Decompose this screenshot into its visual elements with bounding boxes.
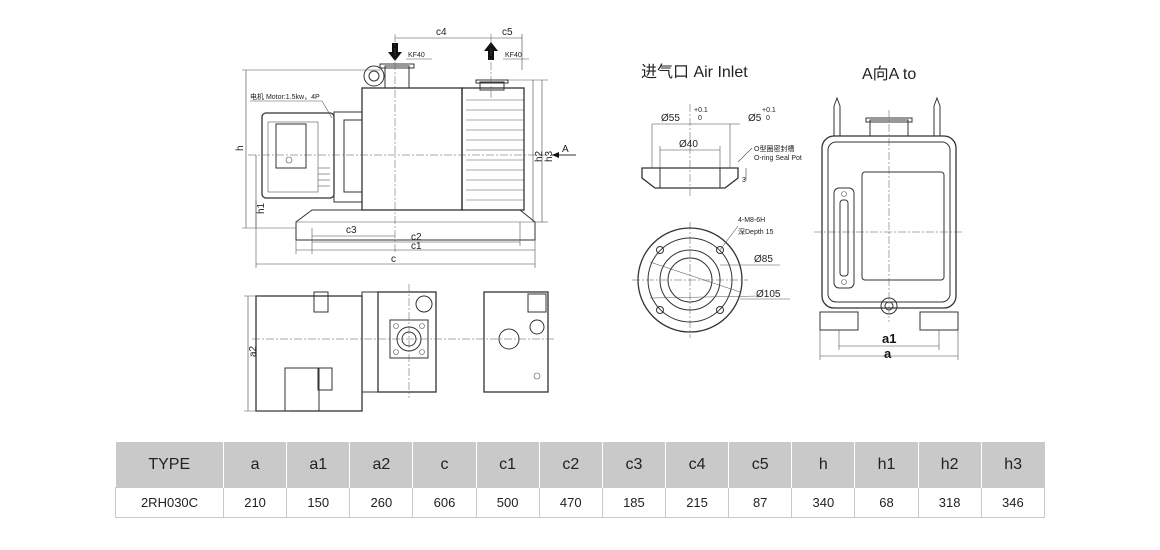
view-a: A向A to a1 a (814, 65, 964, 361)
label-h3: h3 (544, 150, 555, 162)
col-header-h2: h2 (918, 442, 982, 488)
table-cell-a1: 150 (286, 487, 351, 518)
col-header-c5: c5 (728, 442, 793, 488)
label-kf40-outlet: KF40 (505, 52, 522, 59)
label-c3: c3 (346, 225, 357, 236)
table-row: 2RH030C 210 150 260 606 500 470 185 215 … (115, 487, 1046, 518)
label-bolt-depth: 深Depth 15 (738, 227, 774, 236)
label-c: c (391, 254, 396, 265)
label-d85: Ø85 (754, 254, 773, 265)
col-header-type: TYPE (115, 442, 224, 488)
table-cell-type: 2RH030C (115, 487, 224, 518)
col-header-a2: a2 (349, 442, 414, 488)
label-kf40-inlet: KF40 (408, 52, 425, 59)
label-d55-tol-up: +0.1 (694, 107, 708, 114)
label-a: a (884, 346, 892, 361)
label-a1: a1 (882, 331, 896, 346)
col-header-c2: c2 (539, 442, 603, 488)
label-d105: Ø105 (756, 289, 781, 300)
label-bolt-spec: 4-M8-6H (738, 217, 765, 224)
col-header-c4: c4 (665, 442, 730, 488)
table-cell-c4: 215 (664, 487, 730, 518)
label-oring-cn: O型圈密封槽 (754, 144, 794, 153)
label-d55-tol-low: 0 (698, 115, 702, 122)
table-header-row: TYPE a a1 a2 c c1 c2 c3 c4 c5 h h1 h2 h3 (115, 442, 1045, 488)
label-h1: h1 (256, 202, 267, 214)
table-cell-c5: 87 (728, 487, 793, 518)
table-cell-c: 606 (412, 487, 477, 518)
caption-air-inlet: 进气口 Air Inlet (641, 63, 748, 81)
col-header-c1: c1 (476, 442, 540, 488)
label-c1: c1 (411, 241, 422, 252)
caption-a-to: A向A to (862, 65, 916, 83)
col-header-a: a (223, 442, 288, 488)
label-c4: c4 (436, 27, 447, 38)
label-d5: Ø5 (748, 113, 762, 124)
col-header-c3: c3 (602, 442, 666, 488)
plan-view: a2 (244, 284, 556, 412)
table-cell-c2: 470 (538, 487, 603, 518)
label-d5-tol-low: 0 (766, 115, 770, 122)
label-motor: 电机 Motor:1.5kw，4P (250, 92, 320, 101)
side-view: c4 c5 KF40 KF40 电机 Motor:1.5kw，4P h h1 h… (235, 27, 576, 268)
col-header-h: h (791, 442, 856, 488)
label-oring-en: O-ring Seal Pot (754, 155, 802, 162)
col-header-c: c (412, 442, 477, 488)
label-d5-tol-up: +0.1 (762, 107, 776, 114)
table-cell-a2: 260 (349, 487, 414, 518)
label-c5: c5 (502, 27, 513, 38)
col-header-h3: h3 (981, 442, 1045, 488)
table-cell-a: 210 (222, 487, 288, 518)
label-A: A (562, 144, 569, 155)
technical-drawing: c4 c5 KF40 KF40 电机 Motor:1.5kw，4P h h1 h… (235, 27, 964, 412)
table-cell-h: 340 (791, 487, 856, 518)
table-cell-h1: 68 (854, 487, 919, 518)
table-cell-h2: 318 (917, 487, 982, 518)
table-cell-c1: 500 (475, 487, 540, 518)
label-depth-3: 3 (742, 177, 746, 184)
air-inlet-detail: 进气口 Air Inlet Ø55 +0.1 0 Ø5 +0.1 0 Ø40 3… (632, 63, 802, 338)
label-h: h (235, 145, 246, 151)
label-d40: Ø40 (679, 139, 698, 150)
label-h2: h2 (534, 150, 545, 162)
label-a2: a2 (248, 345, 259, 357)
col-header-h1: h1 (854, 442, 919, 488)
label-c2: c2 (411, 232, 422, 243)
label-d55: Ø55 (661, 113, 680, 124)
col-header-a1: a1 (286, 442, 351, 488)
table-cell-c3: 185 (601, 487, 666, 518)
spec-table: TYPE a a1 a2 c c1 c2 c3 c4 c5 h h1 h2 h3… (115, 442, 1046, 518)
table-cell-h3: 346 (980, 487, 1046, 518)
